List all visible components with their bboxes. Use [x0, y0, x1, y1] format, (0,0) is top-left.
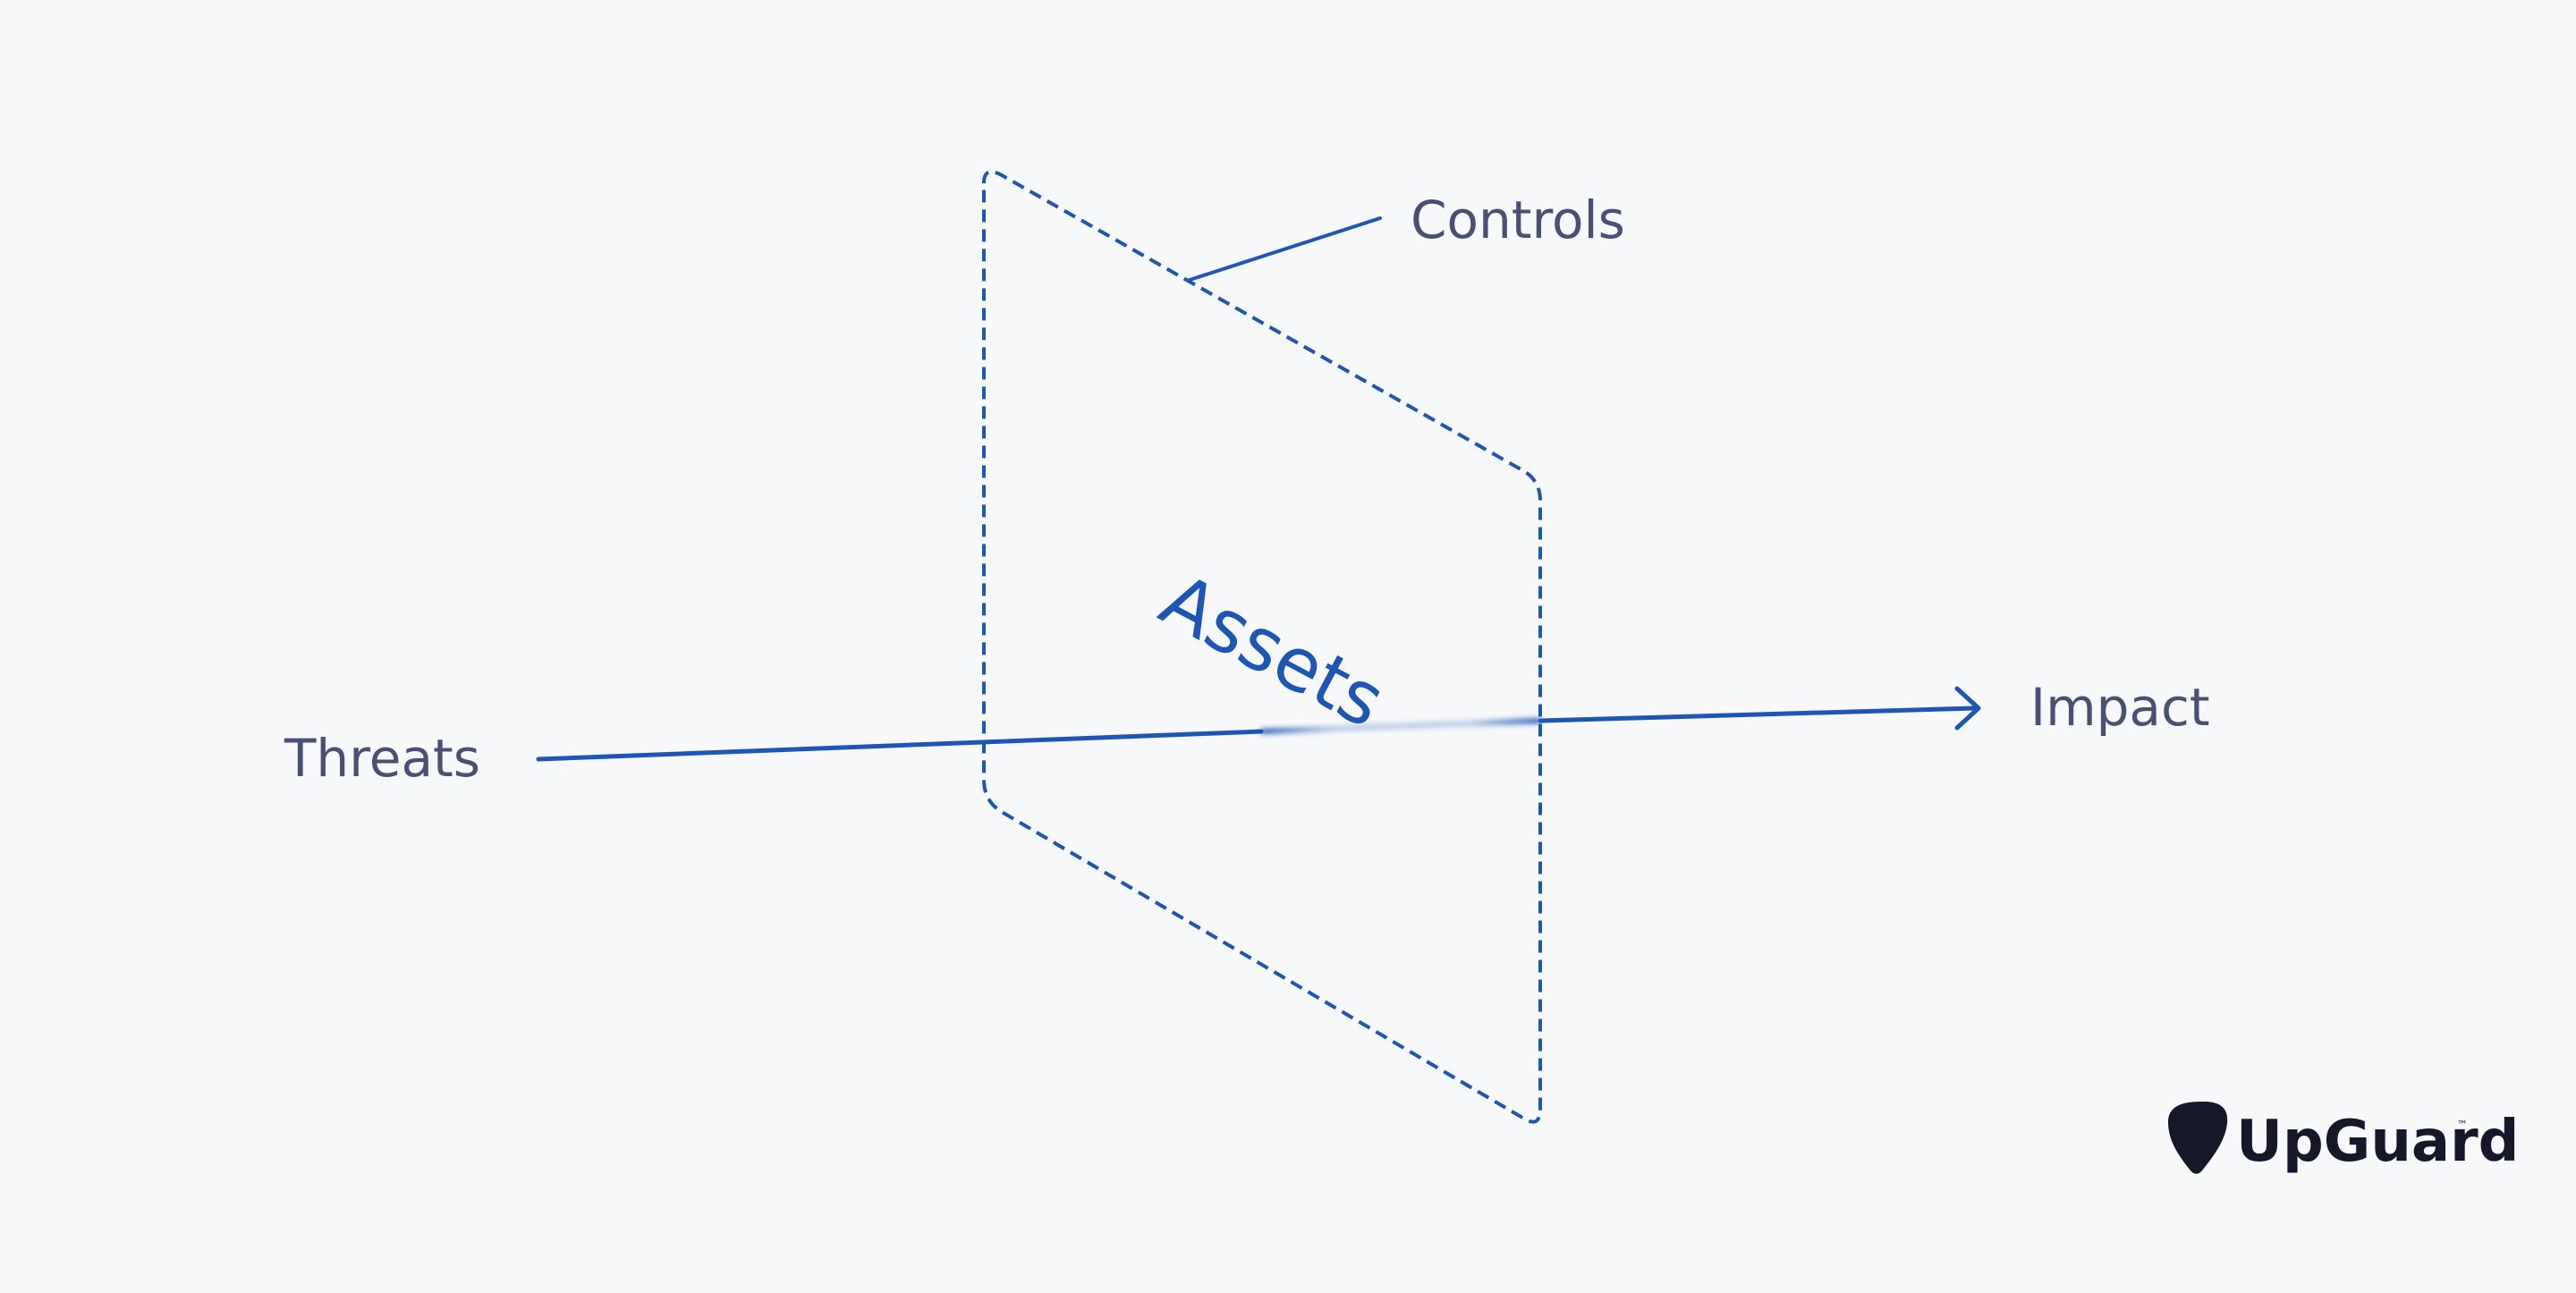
controls-plane [982, 170, 1542, 1124]
brand-name: UpGuard [2236, 1109, 2519, 1175]
threat-line-front [536, 729, 1264, 762]
impact-label: Impact [2030, 677, 2210, 738]
upguard-logo: UpGuard ™ [2168, 1102, 2519, 1175]
guitar-pick-logo-icon [2168, 1102, 2228, 1174]
arrow-head-icon [1954, 686, 1981, 731]
brand-trademark: ™ [2457, 1119, 2468, 1131]
threats-label: Threats [284, 728, 480, 789]
impact-line [1538, 706, 1978, 723]
controls-label: Controls [1411, 190, 1625, 250]
threat-line-faded [1260, 718, 1541, 734]
assets-label: Assets [1148, 558, 1398, 745]
controls-leader-line [1188, 216, 1382, 282]
